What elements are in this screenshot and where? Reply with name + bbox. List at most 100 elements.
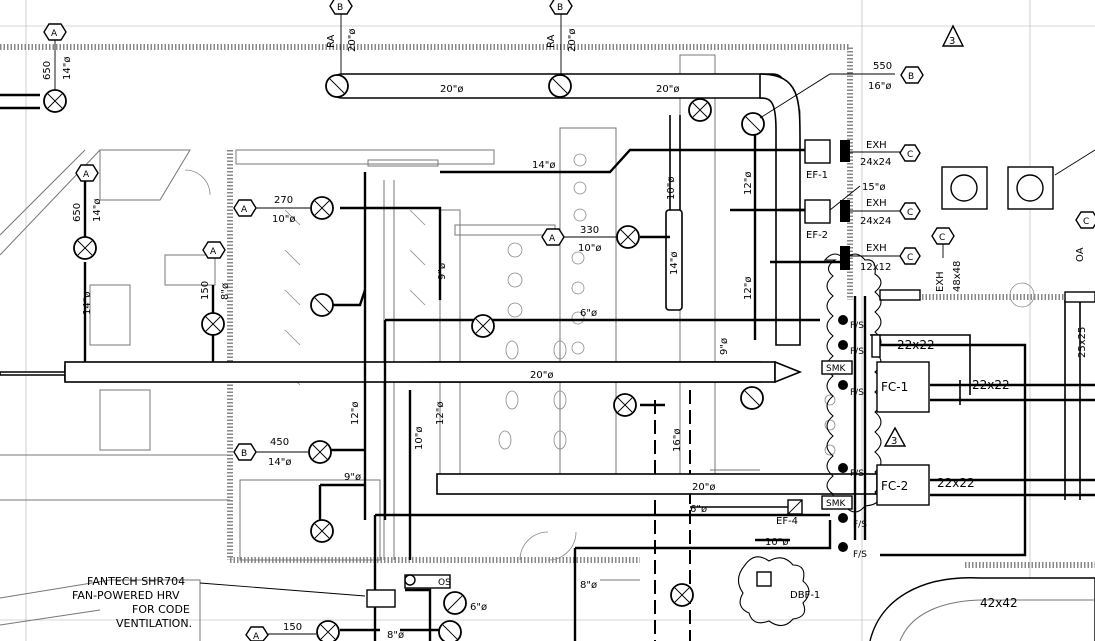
- note-line-2: FAN-POWERED HRV: [72, 589, 180, 602]
- return-grille-3: [741, 112, 765, 136]
- note-line-3: FOR CODE: [132, 603, 190, 616]
- svg-text:150: 150: [200, 281, 211, 300]
- supply-diffuser-2: [73, 236, 97, 260]
- svg-text:8"ø: 8"ø: [220, 283, 231, 300]
- svg-text:650: 650: [42, 61, 53, 80]
- supply-diffuser-5: [616, 225, 640, 249]
- supply-diffuser-11: [670, 583, 694, 607]
- svg-text:12"ø: 12"ø: [743, 172, 754, 195]
- svg-text:A: A: [549, 234, 556, 244]
- supply-diffuser-12: [316, 620, 340, 641]
- svg-text:C: C: [907, 208, 913, 218]
- svg-text:16"ø: 16"ø: [868, 81, 891, 92]
- svg-text:20"ø: 20"ø: [530, 370, 553, 381]
- svg-text:EF-4: EF-4: [776, 516, 798, 527]
- svg-text:9"ø: 9"ø: [344, 472, 361, 483]
- return-grille-7: [443, 591, 467, 615]
- svg-text:B: B: [908, 72, 914, 82]
- svg-text:A: A: [241, 205, 248, 215]
- svg-text:A: A: [83, 170, 90, 180]
- svg-text:B: B: [337, 3, 343, 13]
- svg-text:DBF-1: DBF-1: [790, 590, 820, 601]
- svg-text:A: A: [51, 29, 58, 39]
- svg-text:650: 650: [72, 203, 83, 222]
- svg-text:8"ø: 8"ø: [387, 630, 404, 641]
- svg-text:B: B: [241, 449, 247, 459]
- note-line-1: FANTECH SHR704: [87, 575, 185, 588]
- svg-text:F/S: F/S: [850, 388, 864, 398]
- svg-text:RA: RA: [546, 34, 557, 48]
- svg-text:F/S: F/S: [850, 347, 864, 357]
- svg-text:8"ø: 8"ø: [580, 580, 597, 591]
- svg-text:22x22: 22x22: [937, 476, 975, 490]
- supply-diffuser-3: [201, 312, 225, 336]
- svg-text:6"ø: 6"ø: [690, 504, 707, 515]
- svg-text:12"ø: 12"ø: [435, 402, 446, 425]
- svg-text:16"ø: 16"ø: [672, 429, 683, 452]
- return-grille-4: [310, 293, 334, 317]
- return-grille-2: [548, 74, 572, 98]
- svg-text:150: 150: [283, 622, 302, 633]
- svg-text:12x12: 12x12: [860, 262, 891, 273]
- revision-triangle-top: 3: [941, 24, 965, 47]
- supply-diffuser-1: [43, 89, 67, 113]
- svg-text:10"ø: 10"ø: [765, 537, 788, 548]
- note-line-4: VENTILATION.: [116, 617, 192, 630]
- supply-diffuser-10: [310, 519, 334, 543]
- svg-text:24x24: 24x24: [860, 157, 891, 168]
- svg-text:SMK: SMK: [826, 364, 846, 374]
- smoke-detector-2: SMK: [821, 495, 853, 510]
- diffusers: [43, 74, 765, 641]
- svg-text:EXH: EXH: [866, 243, 887, 254]
- svg-text:OA: OA: [1075, 247, 1086, 262]
- svg-text:48x48: 48x48: [952, 261, 963, 292]
- svg-text:15"ø: 15"ø: [862, 182, 885, 193]
- svg-text:14"ø: 14"ø: [268, 457, 291, 468]
- svg-text:14"ø: 14"ø: [62, 57, 73, 80]
- smoke-detector-1: SMK: [821, 360, 853, 375]
- supply-diffuser-8: [613, 393, 637, 417]
- svg-text:RA: RA: [326, 34, 337, 48]
- supply-diffuser-6: [688, 98, 712, 122]
- return-grille-5: [740, 386, 764, 410]
- svg-text:F/S: F/S: [853, 550, 867, 560]
- svg-text:330: 330: [580, 225, 599, 236]
- svg-text:C: C: [907, 150, 913, 160]
- fc2-label: FC-2: [881, 479, 908, 493]
- revision-cloud-dbf: [737, 556, 810, 627]
- svg-text:14"ø: 14"ø: [92, 199, 103, 222]
- svg-text:F/S: F/S: [850, 469, 864, 479]
- svg-text:22x22: 22x22: [972, 378, 1010, 392]
- fc1-label: FC-1: [881, 380, 908, 394]
- svg-text:10"ø: 10"ø: [272, 214, 295, 225]
- svg-text:F/S: F/S: [853, 520, 867, 530]
- supply-diffuser-4: [310, 196, 334, 220]
- svg-text:SMK: SMK: [826, 499, 846, 509]
- svg-text:20"ø: 20"ø: [347, 29, 358, 52]
- exhaust-fan-ef1: EF-1 EXH 24x24 C: [804, 139, 921, 181]
- revision-triangle-mid: 3: [883, 426, 907, 447]
- damper-dbf1: DBF-1: [756, 571, 820, 601]
- fan-coil-fc1: FC-1: [876, 361, 930, 413]
- supply-diffuser-9: [308, 440, 332, 464]
- svg-text:22x22: 22x22: [897, 338, 935, 352]
- svg-text:42x42: 42x42: [980, 596, 1018, 610]
- svg-text:12"ø: 12"ø: [350, 402, 361, 425]
- exh-oa-tags: EXH C OA C: [931, 211, 1095, 292]
- svg-text:20"ø: 20"ø: [692, 482, 715, 493]
- svg-text:14"ø: 14"ø: [669, 252, 680, 275]
- svg-text:C: C: [1083, 217, 1089, 227]
- svg-text:10"ø: 10"ø: [414, 427, 425, 450]
- svg-text:14"ø: 14"ø: [532, 160, 555, 171]
- svg-text:20"ø: 20"ø: [656, 84, 679, 95]
- fan-coil-fc2: FC-2: [876, 464, 930, 506]
- svg-text:12"ø: 12"ø: [743, 277, 754, 300]
- svg-text:20"ø: 20"ø: [440, 84, 463, 95]
- svg-text:450: 450: [270, 437, 289, 448]
- svg-text:B: B: [557, 3, 563, 13]
- damper: [871, 334, 881, 358]
- svg-text:A: A: [253, 632, 260, 641]
- svg-text:OS: OS: [438, 578, 451, 588]
- exhaust-fan-ef3: EXH 12x12 C: [840, 243, 921, 273]
